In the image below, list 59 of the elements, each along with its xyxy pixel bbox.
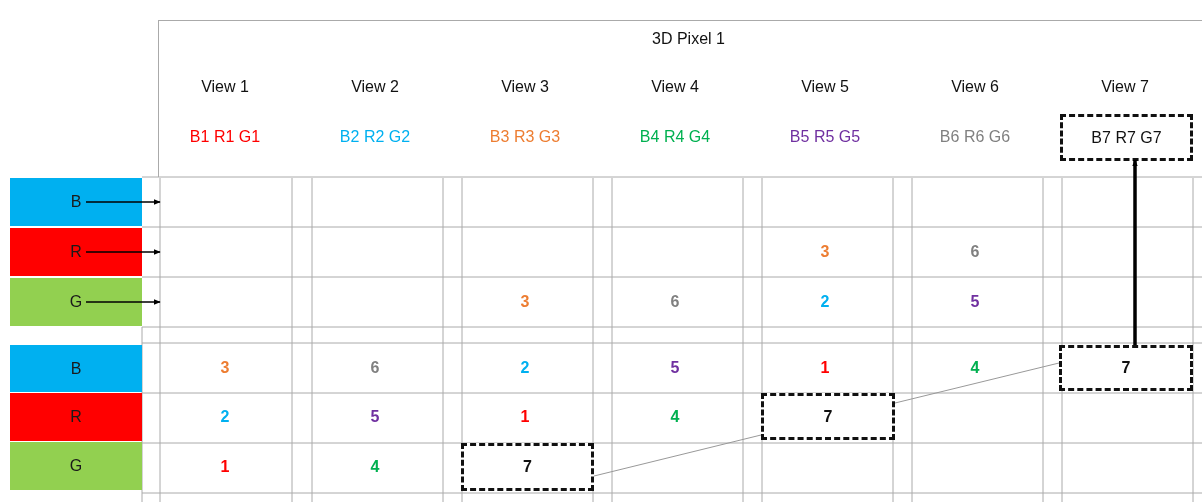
view-number: 5 (970, 293, 980, 311)
subpixel-label: B6 R6 G6 (939, 128, 1011, 146)
view-number: 1 (820, 359, 830, 377)
view-heading: View 3 (501, 78, 549, 96)
view-number: 7 (523, 458, 532, 476)
view-number: 6 (670, 293, 680, 311)
color-block (10, 228, 142, 276)
arrow (85, 249, 161, 255)
view-number: 2 (220, 408, 230, 426)
color-block (10, 278, 142, 326)
channel-letter: R (70, 408, 82, 426)
subpixel-label: B5 R5 G5 (789, 128, 861, 146)
view-heading: View 7 (1101, 78, 1149, 96)
view-number: 6 (970, 243, 980, 261)
dashed-box (461, 443, 594, 491)
color-block (10, 345, 142, 392)
view-number: 2 (820, 293, 830, 311)
subpixel-label: B1 R1 G1 (189, 128, 261, 146)
color-block (10, 393, 142, 441)
arrow (85, 199, 161, 205)
subpixel-label: B3 R3 G3 (489, 128, 561, 146)
channel-letter: G (69, 293, 83, 311)
view-number: 4 (670, 408, 680, 426)
channel-letter: B (70, 359, 82, 378)
view-number: 7 (1121, 359, 1131, 377)
view-heading: View 6 (951, 78, 999, 96)
view-number: 4 (370, 458, 380, 476)
subpixel-label: B2 R2 G2 (339, 128, 411, 146)
view-heading: View 5 (801, 78, 849, 96)
dashed-box (1059, 345, 1193, 391)
view-number: B7 R7 G7 (1091, 128, 1162, 147)
view-number: 7 (823, 407, 833, 426)
view-heading: View 4 (651, 78, 699, 96)
view-number: 1 (220, 458, 230, 476)
channel-letter: G (69, 457, 83, 475)
view-number: 1 (520, 408, 530, 426)
arrow (85, 299, 161, 305)
channel-letter: R (70, 243, 82, 261)
arrow (1132, 159, 1138, 345)
header-panel (158, 20, 1202, 177)
view-number: 5 (370, 408, 380, 426)
connector-line (593, 434, 762, 477)
view-number: 4 (970, 359, 980, 377)
view-number: 2 (520, 359, 530, 377)
view-number: 3 (820, 243, 830, 261)
dashed-box (1060, 114, 1193, 161)
color-block (10, 442, 142, 490)
panel-title: 3D Pixel 1 (652, 30, 725, 47)
color-block (10, 178, 142, 226)
view-number: 3 (220, 359, 230, 377)
channel-letter: B (70, 193, 82, 211)
view-heading: View 1 (201, 78, 249, 96)
view-heading: View 2 (351, 78, 399, 96)
view-number: 6 (370, 359, 380, 377)
connector-line (894, 362, 1060, 404)
view-number: 3 (520, 293, 530, 311)
subpixel-label: B4 R4 G4 (639, 128, 711, 146)
dashed-box (761, 393, 895, 440)
view-number: 5 (670, 359, 680, 377)
